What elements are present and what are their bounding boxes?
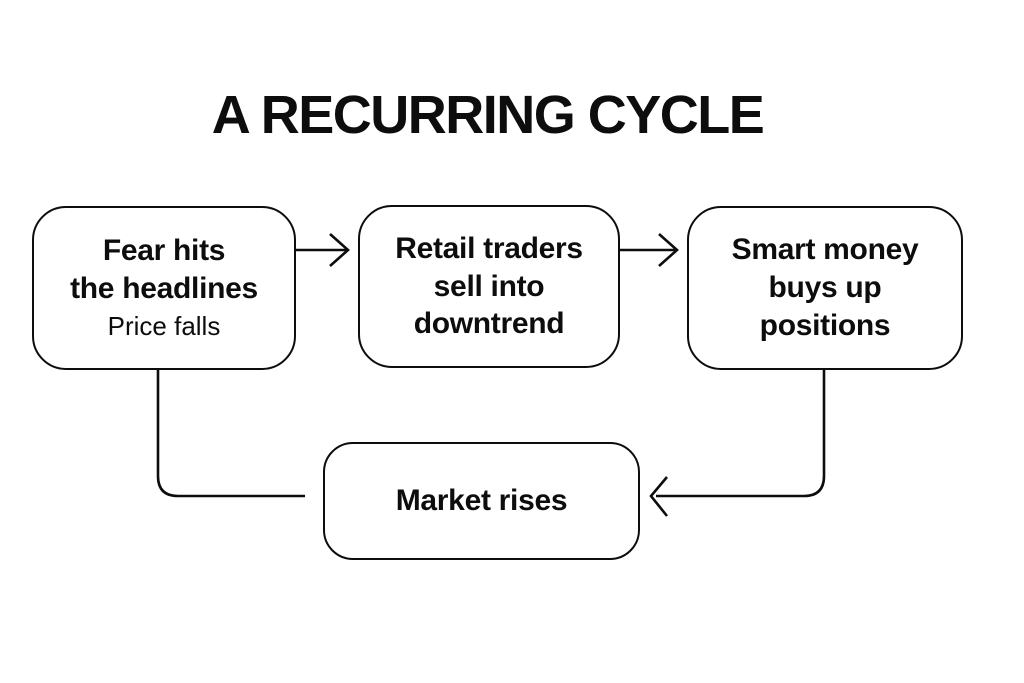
node-retail-traders: Retail traders sell into downtrend: [358, 205, 620, 368]
arrow-smart-to-market-line: [656, 370, 826, 498]
node-market-label: Market rises: [395, 484, 568, 518]
arrow-smart-to-market-head: [649, 476, 669, 517]
node-fear-sublabel: Price falls: [107, 311, 221, 342]
diagram-title: A RECURRING CYCLE: [211, 85, 765, 145]
node-fear-hits-headlines: Fear hits the headlines Price falls: [32, 206, 296, 370]
node-smart-label: Smart money buys up positions: [731, 233, 919, 342]
node-fear-label: Fear hits the headlines: [70, 233, 258, 305]
node-market-rises: Market rises: [323, 442, 640, 560]
line-market-to-fear: [156, 370, 305, 498]
node-smart-money: Smart money buys up positions: [687, 206, 963, 370]
arrow-fear-to-retail-head: [329, 233, 350, 267]
arrow-retail-to-smart-head: [658, 233, 679, 267]
node-retail-label: Retail traders sell into downtrend: [395, 231, 583, 341]
